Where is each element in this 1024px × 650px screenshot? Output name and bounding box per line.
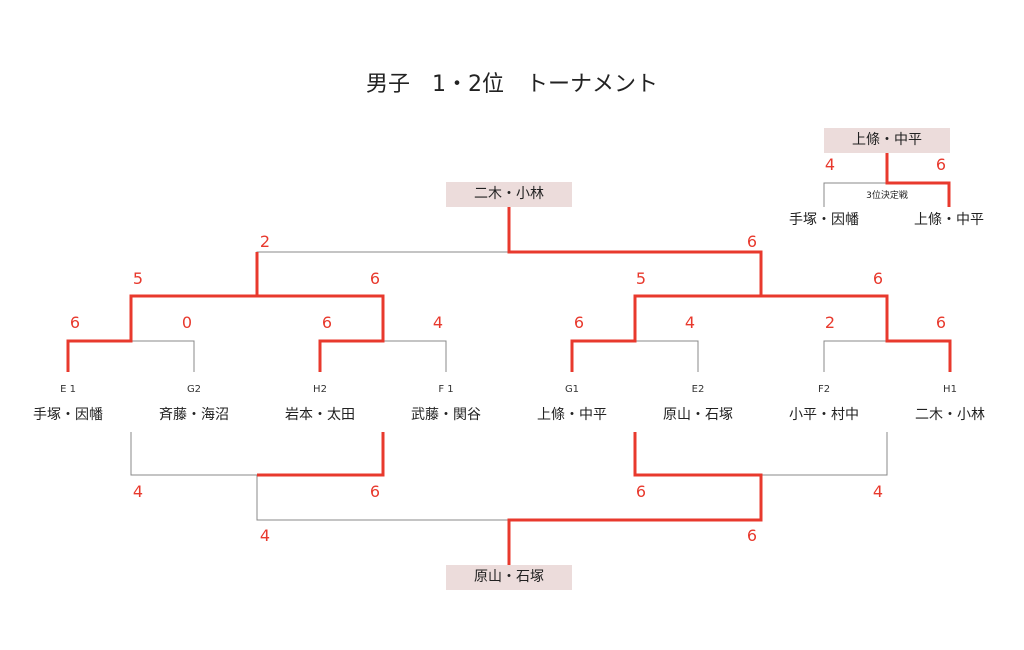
match-line xyxy=(256,251,762,296)
player-name: 小平・村中 xyxy=(789,407,859,423)
match-line xyxy=(571,340,699,372)
win-path xyxy=(507,432,763,565)
win-path xyxy=(570,294,761,372)
page-title: 男子 1・2位 トーナメント xyxy=(366,72,658,97)
player-seed: G2 xyxy=(186,384,202,395)
player-name: 武藤・関谷 xyxy=(411,407,481,423)
win-path xyxy=(885,153,951,207)
lower-final-score: 4 xyxy=(259,526,271,545)
round2-score: 5 xyxy=(635,269,647,288)
final-score: 2 xyxy=(259,232,271,251)
third-place-left-name: 手塚・因幡 xyxy=(789,212,859,228)
lower-round1-score: 6 xyxy=(635,482,647,501)
player-name: 斉藤・海沼 xyxy=(159,407,229,423)
round1-score: 6 xyxy=(321,313,333,332)
lower-winner-box: 原山・石塚 xyxy=(446,565,572,590)
win-path xyxy=(507,207,952,372)
match-line xyxy=(319,340,447,372)
match-line xyxy=(130,432,384,476)
match-line xyxy=(256,475,762,521)
win-path xyxy=(66,252,259,372)
win-path xyxy=(257,432,385,477)
match-line xyxy=(823,340,951,372)
round1-score: 6 xyxy=(935,313,947,332)
round1-score: 6 xyxy=(573,313,585,332)
player-seed: F2 xyxy=(817,384,831,395)
player-seed: H2 xyxy=(313,384,327,395)
player-name: 原山・石塚 xyxy=(663,407,733,423)
third-place-label: 3位決定戦 xyxy=(866,191,908,201)
win-path xyxy=(257,294,385,372)
match-line xyxy=(634,295,888,341)
third-place-winner-box: 上條・中平 xyxy=(824,128,950,153)
lower-round1-score: 6 xyxy=(369,482,381,501)
match-line xyxy=(67,340,195,372)
lower-round1-score: 4 xyxy=(872,482,884,501)
player-seed: H1 xyxy=(943,384,957,395)
player-name: 岩本・太田 xyxy=(285,407,355,423)
third-place-score-left: 4 xyxy=(824,155,836,174)
lower-final-score: 6 xyxy=(746,526,758,545)
player-name: 手塚・因幡 xyxy=(33,407,103,423)
player-seed: E2 xyxy=(691,384,705,395)
round1-score: 2 xyxy=(824,313,836,332)
round1-score: 4 xyxy=(432,313,444,332)
match-line xyxy=(634,432,888,476)
round1-score: 4 xyxy=(684,313,696,332)
round1-score: 6 xyxy=(69,313,81,332)
round1-score: 0 xyxy=(181,313,193,332)
player-seed: E 1 xyxy=(60,384,76,395)
champion-box: 二木・小林 xyxy=(446,182,572,207)
match-line xyxy=(130,295,384,341)
round2-score: 6 xyxy=(872,269,884,288)
player-name: 上條・中平 xyxy=(537,407,607,423)
player-seed: F 1 xyxy=(438,384,454,395)
round2-score: 5 xyxy=(132,269,144,288)
round2-score: 6 xyxy=(369,269,381,288)
final-score: 6 xyxy=(746,232,758,251)
third-place-score-right: 6 xyxy=(935,155,947,174)
player-name: 二木・小林 xyxy=(915,407,985,423)
third-place-right-name: 上條・中平 xyxy=(914,212,984,228)
lower-round1-score: 4 xyxy=(132,482,144,501)
player-seed: G1 xyxy=(564,384,580,395)
